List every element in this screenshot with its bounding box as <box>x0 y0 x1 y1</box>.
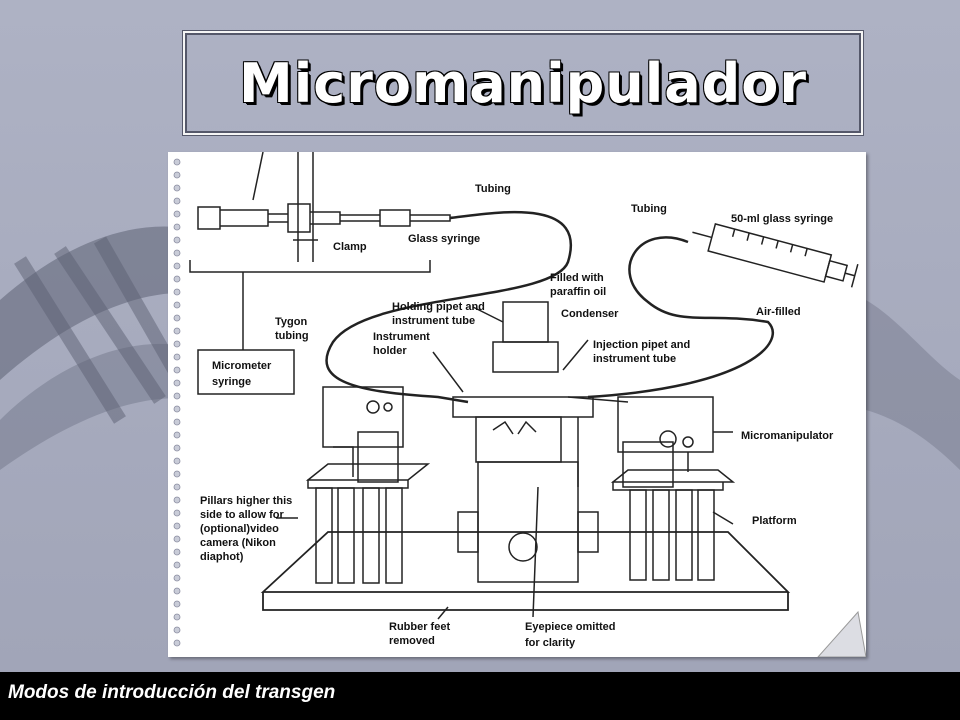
label-micromanipulator: Micromanipulator <box>741 430 834 442</box>
footer-caption: Modos de introducción del transgen <box>8 682 336 703</box>
page-curl <box>817 610 866 657</box>
slide-title: Micromanipulador <box>238 51 808 115</box>
label-tubing-left: Tubing <box>475 183 511 195</box>
label-platform: Platform <box>752 515 797 527</box>
label-injection-pipet: Injection pipet and <box>593 339 690 351</box>
microscope <box>452 301 599 583</box>
label-pillars-5: diaphot) <box>200 551 244 563</box>
label-clamp: Clamp <box>333 241 367 253</box>
label-micrometer-syringe: syringe <box>212 376 251 388</box>
label-holding-instrument-tube: instrument tube <box>392 315 475 327</box>
bracket <box>189 260 431 273</box>
label-pillars-4: camera (Nikon <box>200 537 276 549</box>
label-injection-instrument-tube: instrument tube <box>593 353 676 365</box>
base-platform <box>260 531 791 611</box>
label-eyepiece: Eyepiece omitted <box>525 621 615 633</box>
label-rubber-feet: Rubber feet <box>389 621 450 633</box>
label-holding-pipet: Holding pipet and <box>392 301 485 313</box>
footer-bar: Modos de introducción del transgen <box>0 672 960 720</box>
label-eyepiece-clarity: for clarity <box>525 637 576 649</box>
micrometer-box <box>197 349 295 395</box>
right-pillar-table <box>610 469 736 581</box>
right-micromanipulator <box>617 396 714 488</box>
label-tygon-tubing: tubing <box>275 330 309 342</box>
label-air-filled: Air-filled <box>756 306 801 318</box>
left-micromanipulator <box>322 386 404 483</box>
tubing-left <box>325 210 572 404</box>
tubing-right <box>587 236 774 399</box>
label-instrument-holder: holder <box>373 345 407 357</box>
label-rubber-removed: removed <box>389 635 435 647</box>
label-glass-syringe: Glass syringe <box>408 233 480 245</box>
label-tygon: Tygon <box>275 316 307 328</box>
label-50ml-syringe: 50-ml glass syringe <box>731 213 833 225</box>
label-micrometer: Micrometer <box>212 360 272 372</box>
label-pillars-3: (optional)video <box>200 523 279 535</box>
label-pillars-2: side to allow for <box>200 509 284 521</box>
left-pillar-table <box>305 463 431 584</box>
glass-syringe-50ml <box>692 222 859 288</box>
micromanipulator-diagram: Tubing Glass syringe Clamp Tubing 50-ml … <box>189 152 866 657</box>
title-frame: Micromanipulador <box>183 31 863 135</box>
label-instrument: Instrument <box>373 331 430 343</box>
label-paraffin-oil: paraffin oil <box>550 286 606 298</box>
clamp-stand <box>293 152 318 262</box>
label-condenser: Condenser <box>561 308 619 320</box>
micrometer-syringe-shape <box>197 203 451 233</box>
label-pillars-1: Pillars higher this <box>200 495 292 507</box>
label-filled-with: Filled with <box>550 272 604 284</box>
notebook-rings <box>173 158 181 647</box>
label-tubing-right: Tubing <box>631 203 667 215</box>
